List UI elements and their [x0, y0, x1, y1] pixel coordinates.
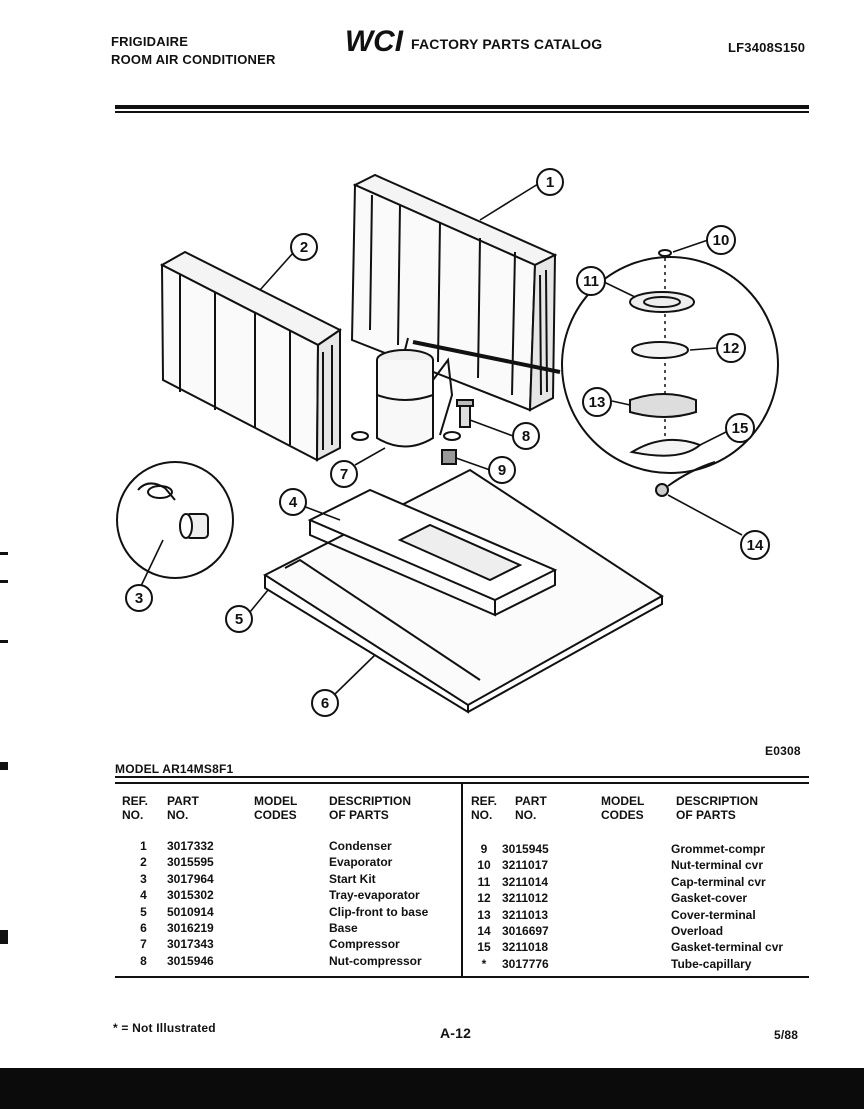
table-header-rule	[115, 782, 809, 784]
terminal-detail-drawing	[561, 249, 779, 497]
wci-logo-icon: WCI	[345, 25, 404, 58]
svg-text:5: 5	[235, 611, 243, 628]
scan-edge-band	[0, 1068, 864, 1109]
svg-text:6: 6	[321, 695, 329, 712]
svg-text:2: 2	[300, 239, 308, 256]
callout-4: 4	[279, 488, 307, 516]
table-bottom-rule	[115, 976, 809, 978]
callout-7: 7	[330, 460, 358, 488]
callout-3: 3	[125, 584, 153, 612]
nut-grommet-drawing	[441, 399, 474, 465]
header-rule-thin	[115, 111, 809, 113]
wci-logo: WCI	[345, 25, 407, 61]
model-code: LF3408S150	[728, 40, 806, 55]
leader-lines	[140, 183, 743, 695]
scan-mark	[0, 580, 8, 583]
catalog-title: FACTORY PARTS CATALOG	[411, 36, 603, 52]
evaporator-drawing	[159, 250, 342, 462]
svg-text:4: 4	[289, 494, 298, 511]
callout-10: 10	[706, 225, 736, 255]
svg-text:8: 8	[522, 428, 530, 445]
footnote: * = Not Illustrated	[113, 1021, 216, 1035]
callout-11: 11	[576, 266, 606, 296]
header-ref: REF.NO.	[122, 794, 149, 822]
svg-text:11: 11	[583, 273, 599, 290]
page-number: A-12	[440, 1025, 472, 1041]
callout-12: 12	[716, 333, 746, 363]
callout-8: 8	[512, 422, 540, 450]
callout-13: 13	[582, 387, 612, 417]
header-ref-right: REF.NO.	[471, 794, 498, 822]
tray-drawing	[307, 488, 558, 617]
svg-text:10: 10	[713, 232, 730, 249]
logo-text: WCI	[345, 26, 404, 56]
product-type: ROOM AIR CONDITIONER	[111, 52, 276, 67]
scan-mark	[0, 552, 8, 555]
svg-text:9: 9	[498, 462, 506, 479]
callout-5: 5	[225, 605, 253, 633]
header-rule	[115, 105, 809, 109]
svg-text:13: 13	[589, 394, 606, 411]
callouts: 1 2 3 4 5 6 7 8 9 10 11 12 13 14 15	[125, 168, 770, 717]
print-date: 5/88	[774, 1028, 799, 1042]
svg-text:3: 3	[135, 590, 143, 607]
callout-2: 2	[290, 233, 318, 261]
svg-text:15: 15	[732, 420, 749, 437]
figure-code: E0308	[765, 744, 801, 758]
compressor-drawing	[351, 337, 561, 448]
base-drawing	[262, 468, 664, 714]
callout-15: 15	[725, 413, 755, 443]
svg-text:1: 1	[546, 174, 554, 191]
scan-mark	[0, 762, 8, 770]
svg-text:14: 14	[747, 537, 764, 554]
scan-mark	[0, 930, 8, 944]
svg-text:12: 12	[723, 340, 740, 357]
brand-name: FRIGIDAIRE	[111, 34, 189, 49]
scan-mark	[0, 640, 8, 643]
callout-1: 1	[536, 168, 564, 196]
callout-14: 14	[740, 530, 770, 560]
exploded-parts-diagram: 1 2 3 4 5 6 7 8 9 10 11 12 13 14 15	[116, 168, 779, 717]
start-kit-drawing	[116, 461, 234, 579]
model-line: MODEL AR14MS8F1	[115, 762, 234, 776]
column-divider	[461, 783, 463, 977]
callout-6: 6	[311, 689, 339, 717]
callout-9: 9	[488, 456, 516, 484]
svg-text:7: 7	[340, 466, 348, 483]
table-top-rule	[115, 776, 809, 778]
